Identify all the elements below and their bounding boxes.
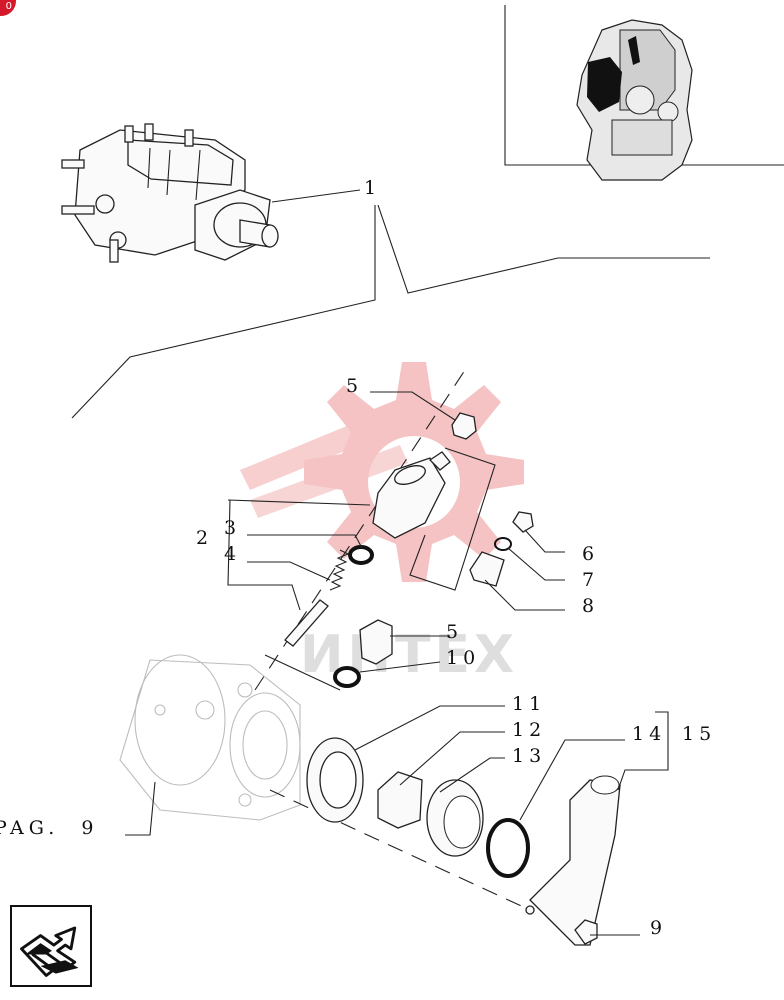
gear-icon [240,362,524,582]
label-3: 3 [224,517,241,539]
solenoid-parts [284,412,534,688]
watermark-text: ИНТЕХ [300,625,518,685]
return-button[interactable] [10,905,92,987]
label-15: 15 [682,723,716,745]
return-arrow-icon [20,926,79,977]
label-9: 9 [650,917,667,939]
label-7: 7 [582,569,599,591]
label-8: 8 [582,595,599,617]
label-10: 10 [446,647,480,669]
label-4: 4 [224,543,241,565]
injection-pump-assembly [61,123,279,263]
pump-body-ghost [119,654,301,821]
engine-inset [504,5,784,181]
label-6: 6 [582,543,599,565]
badge-text: 0 [5,1,12,12]
lower-parts [306,737,621,946]
label-5-lower: 5 [446,621,463,643]
page-reference: PAG. 9 [0,817,98,839]
label-1: 1 [364,177,381,199]
label-2: 2 [196,527,213,549]
assembly-lines [71,189,710,419]
label-5-upper: 5 [346,375,363,397]
label-14: 14 [632,723,666,745]
part-labels: 1 5 2 3 4 6 7 8 5 10 11 12 13 14 15 9 PA… [0,177,716,939]
label-12: 12 [512,719,546,741]
label-11: 11 [512,693,546,715]
leader-lines [125,391,669,936]
label-13: 13 [512,745,546,767]
